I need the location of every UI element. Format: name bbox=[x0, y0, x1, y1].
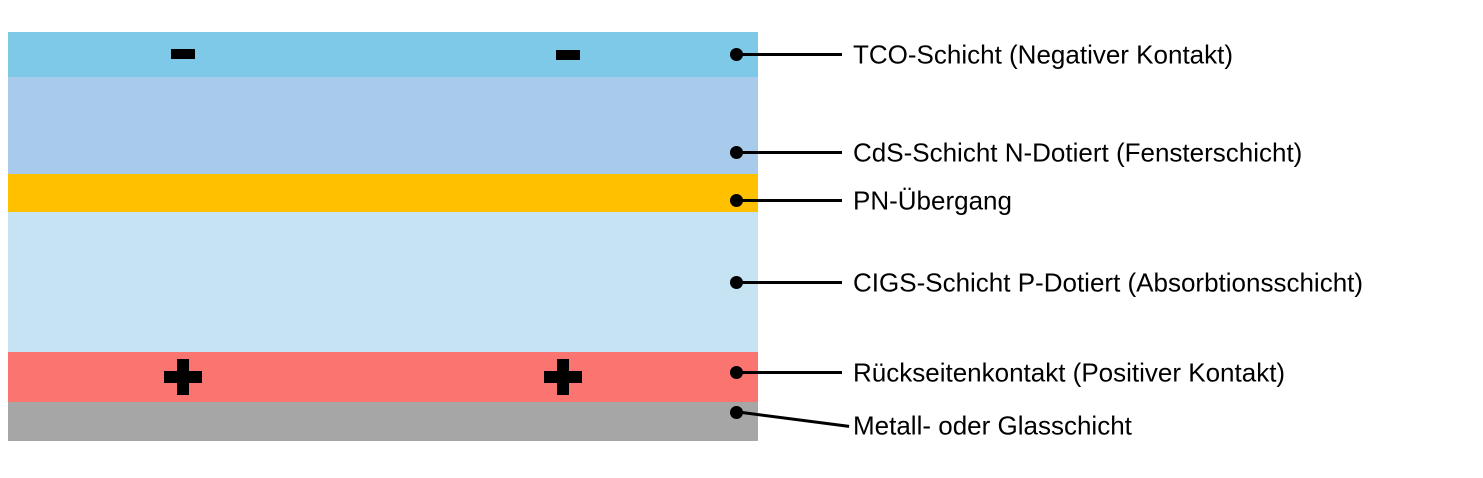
callout-line bbox=[742, 281, 842, 284]
callout-line bbox=[742, 371, 842, 374]
layer-cigs bbox=[8, 212, 758, 352]
layer-tco bbox=[8, 32, 758, 77]
callout-dot bbox=[730, 366, 743, 379]
layer-label: TCO-Schicht (Negativer Kontakt) bbox=[853, 39, 1234, 70]
plus-sign-icon bbox=[164, 358, 202, 396]
layer-metal-glass bbox=[8, 402, 758, 441]
layer-pn-junction bbox=[8, 174, 758, 212]
callout-dot bbox=[730, 48, 743, 61]
layer-back-contact bbox=[8, 352, 758, 402]
layer-label: Metall- oder Glasschicht bbox=[853, 410, 1132, 441]
callout-dot bbox=[730, 146, 743, 159]
plus-sign-icon bbox=[544, 358, 582, 396]
callout-line bbox=[742, 199, 842, 202]
layer-label: Rückseitenkontakt (Positiver Kontakt) bbox=[853, 357, 1286, 388]
layer-label: CdS-Schicht N-Dotiert (Fensterschicht) bbox=[853, 137, 1303, 168]
callout-dot bbox=[730, 194, 743, 207]
minus-sign-icon bbox=[556, 50, 580, 60]
callout-line bbox=[742, 151, 842, 154]
callout-dot bbox=[730, 276, 743, 289]
layer-label: CIGS-Schicht P-Dotiert (Absorbtionsschic… bbox=[853, 267, 1364, 298]
layer-cds bbox=[8, 77, 758, 174]
callout-dot bbox=[730, 406, 743, 419]
minus-sign-icon bbox=[171, 49, 195, 59]
layer-label: PN-Übergang bbox=[853, 185, 1012, 216]
callout-line bbox=[742, 53, 842, 56]
